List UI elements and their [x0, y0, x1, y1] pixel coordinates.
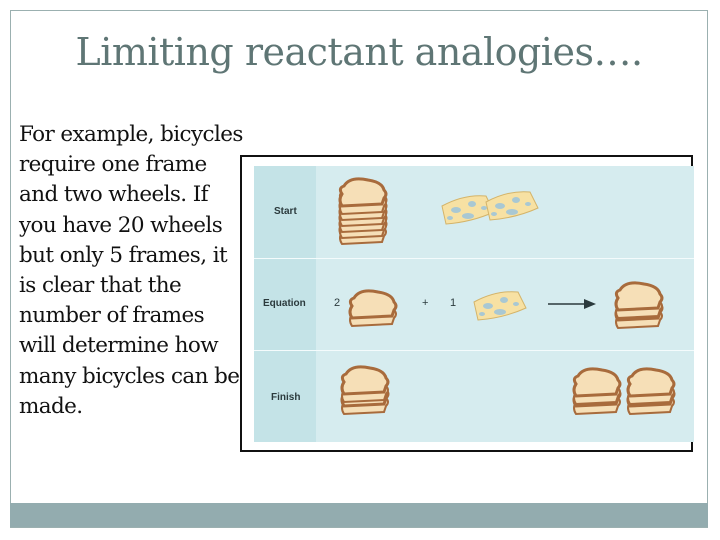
row-label-column	[254, 166, 316, 442]
slide-frame	[10, 10, 708, 528]
row-label-equation: Equation	[263, 298, 306, 309]
slide-footer-bar	[10, 503, 708, 527]
cheese-coefficient: 1	[450, 297, 457, 309]
bread-pair-icon	[348, 289, 398, 328]
row-divider	[254, 350, 694, 351]
slide-body-text: For example, bicycles require one frame …	[19, 122, 243, 419]
cheese-stack-icon	[441, 191, 539, 225]
leftover-bread-icon	[340, 365, 390, 416]
sandwich-analogy-figure: Start Equation Finish 2 + 1	[240, 155, 694, 452]
cheese-slice-icon	[473, 291, 527, 321]
figure-panel: Start Equation Finish 2 + 1	[254, 166, 694, 442]
plus-sign: +	[422, 297, 429, 309]
row-label-finish: Finish	[271, 392, 301, 403]
sandwich-icon	[626, 367, 676, 416]
bread-coefficient: 2	[334, 297, 341, 309]
bread-stack-icon	[338, 177, 388, 246]
sandwich-icon	[614, 281, 664, 330]
arrow-right-icon	[548, 299, 596, 309]
row-label-start: Start	[274, 206, 297, 217]
row-divider	[254, 258, 694, 259]
sandwich-icon	[572, 367, 622, 416]
slide-title: Limiting reactant analogies….	[75, 30, 643, 74]
